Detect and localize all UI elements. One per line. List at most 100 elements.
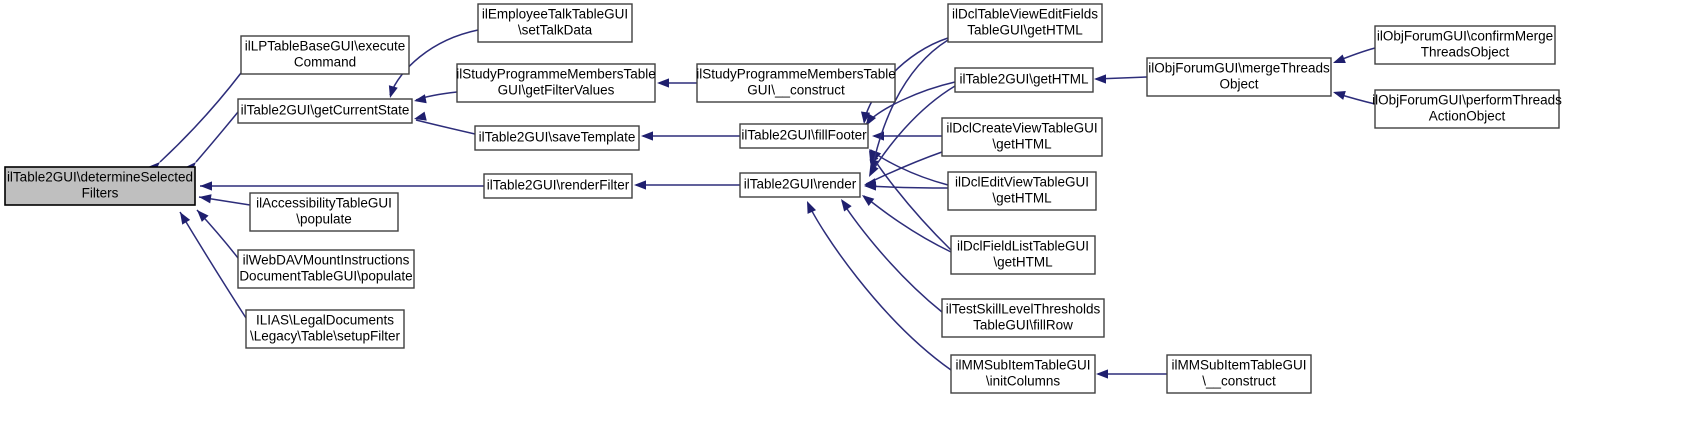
- edge-n14-to-n12: [869, 85, 956, 177]
- edge-line: [195, 111, 239, 163]
- node-box[interactable]: [483, 173, 633, 199]
- node-box[interactable]: [947, 171, 1097, 211]
- graph-node[interactable]: ilDclEditViewTableGUI\getHTML: [947, 171, 1097, 211]
- node-box[interactable]: [237, 98, 413, 124]
- graph-node[interactable]: ilDclCreateViewTableGUI\getHTML: [941, 117, 1103, 157]
- node-box[interactable]: [456, 63, 656, 103]
- graph-node[interactable]: ilEmployeeTalkTableGUI\setTalkData: [477, 3, 633, 43]
- arrow-head-icon: [1333, 54, 1346, 64]
- graph-node[interactable]: ilStudyProgrammeMembersTableGUI\__constr…: [696, 63, 896, 103]
- edge-n8-to-n2: [414, 111, 476, 135]
- graph-node[interactable]: ilDclFieldListTableGUI\getHTML: [950, 235, 1096, 275]
- node-box[interactable]: [1374, 89, 1560, 129]
- node-label: ilTable2GUI\getCurrentState: [241, 103, 410, 118]
- node-box[interactable]: [696, 63, 896, 103]
- arrow-head-icon: [807, 201, 817, 214]
- node-label: ilObjForumGUI\performThreads: [1372, 93, 1562, 108]
- node-box[interactable]: [249, 192, 399, 232]
- node-box-current[interactable]: [4, 166, 196, 206]
- node-label: ilTable2GUI\renderFilter: [487, 178, 630, 193]
- node-box[interactable]: [1166, 354, 1312, 394]
- graph-node[interactable]: ilTestSkillLevelThresholdsTableGUI\fillR…: [941, 298, 1105, 338]
- node-box[interactable]: [237, 249, 415, 289]
- node-box[interactable]: [477, 3, 633, 43]
- node-label: ilTable2GUI\render: [744, 177, 857, 192]
- arrow-head-icon: [634, 180, 647, 190]
- node-box[interactable]: [240, 35, 410, 75]
- arrow-head-icon: [864, 181, 877, 191]
- node-box[interactable]: [739, 123, 869, 149]
- node-box[interactable]: [941, 298, 1105, 338]
- edge-line: [415, 119, 476, 135]
- edge-n10-to-n7: [657, 78, 697, 88]
- node-label: ActionObject: [1429, 109, 1506, 124]
- node-box[interactable]: [947, 3, 1103, 43]
- arrow-head-icon: [869, 164, 879, 177]
- edge-line: [159, 72, 242, 163]
- node-label: ilTable2GUI\saveTemplate: [479, 130, 636, 145]
- graph-node[interactable]: ilTable2GUI\getCurrentState: [237, 98, 413, 124]
- node-label: ilObjForumGUI\confirmMerge: [1377, 29, 1553, 44]
- node-box[interactable]: [245, 309, 405, 349]
- arrow-head-icon: [388, 85, 398, 98]
- node-box[interactable]: [739, 172, 861, 198]
- edge-line: [179, 211, 247, 319]
- node-label: GUI\__construct: [747, 83, 845, 98]
- node-label: \populate: [296, 212, 352, 227]
- graph-node[interactable]: ILIAS\LegalDocuments\Legacy\Table\setupF…: [245, 309, 405, 349]
- node-box[interactable]: [1146, 57, 1332, 97]
- edge-line: [869, 85, 956, 176]
- graph-node[interactable]: ilTable2GUI\getHTML: [954, 67, 1094, 93]
- node-box[interactable]: [474, 125, 640, 151]
- graph-node[interactable]: ilMMSubItemTableGUI\initColumns: [950, 354, 1096, 394]
- edge-n12-to-n9: [634, 180, 741, 190]
- arrow-head-icon: [841, 199, 852, 212]
- graph-node[interactable]: ilWebDAVMountInstructionsDocumentTableGU…: [237, 249, 415, 289]
- edge-n4-to-n0: [196, 209, 239, 259]
- edge-n17-to-n12: [862, 195, 952, 253]
- graph-node[interactable]: ilStudyProgrammeMembersTableGUI\getFilte…: [456, 63, 656, 103]
- edge-n18-to-n12: [841, 199, 943, 313]
- arrow-head-icon: [1094, 74, 1107, 84]
- node-label: ilDclFieldListTableGUI: [957, 239, 1089, 254]
- arrow-head-icon: [180, 212, 191, 225]
- graph-node[interactable]: ilMMSubItemTableGUI\__construct: [1166, 354, 1312, 394]
- arrow-head-icon: [866, 113, 877, 126]
- edge-n9-to-n0: [200, 181, 484, 191]
- edge-n20-to-n14: [1094, 74, 1148, 84]
- node-box[interactable]: [950, 354, 1096, 394]
- node-label: Object: [1219, 77, 1258, 92]
- arrow-head-icon: [862, 195, 875, 206]
- arrow-head-icon: [200, 181, 213, 191]
- graph-node[interactable]: ilTable2GUI\renderFilter: [483, 173, 633, 199]
- node-label: \__construct: [1202, 374, 1276, 389]
- node-box[interactable]: [941, 117, 1103, 157]
- node-label: ilStudyProgrammeMembersTable: [456, 67, 656, 82]
- node-label: ilTestSkillLevelThresholds: [946, 302, 1101, 317]
- node-box[interactable]: [1374, 25, 1556, 65]
- edge-line: [863, 195, 952, 253]
- graph-node[interactable]: ilTable2GUI\fillFooter: [739, 123, 869, 149]
- node-label: ThreadsObject: [1421, 45, 1510, 60]
- graph-node[interactable]: ilAccessibilityTableGUI\populate: [249, 192, 399, 232]
- node-label: TableGUI\getHTML: [967, 23, 1083, 38]
- graph-node[interactable]: ilTable2GUI\render: [739, 172, 861, 198]
- graph-node[interactable]: ilTable2GUI\saveTemplate: [474, 125, 640, 151]
- arrow-head-icon: [641, 131, 654, 141]
- node-label: \getHTML: [992, 191, 1052, 206]
- node-box[interactable]: [954, 67, 1094, 93]
- edge-n22-to-n20: [1333, 91, 1376, 105]
- edge-n16-to-n12: [864, 181, 949, 191]
- edge-n1-to-n0: [148, 72, 242, 174]
- node-box[interactable]: [950, 235, 1096, 275]
- node-label: ilAccessibilityTableGUI: [256, 196, 392, 211]
- node-label: ilDclTableViewEditFields: [952, 7, 1098, 22]
